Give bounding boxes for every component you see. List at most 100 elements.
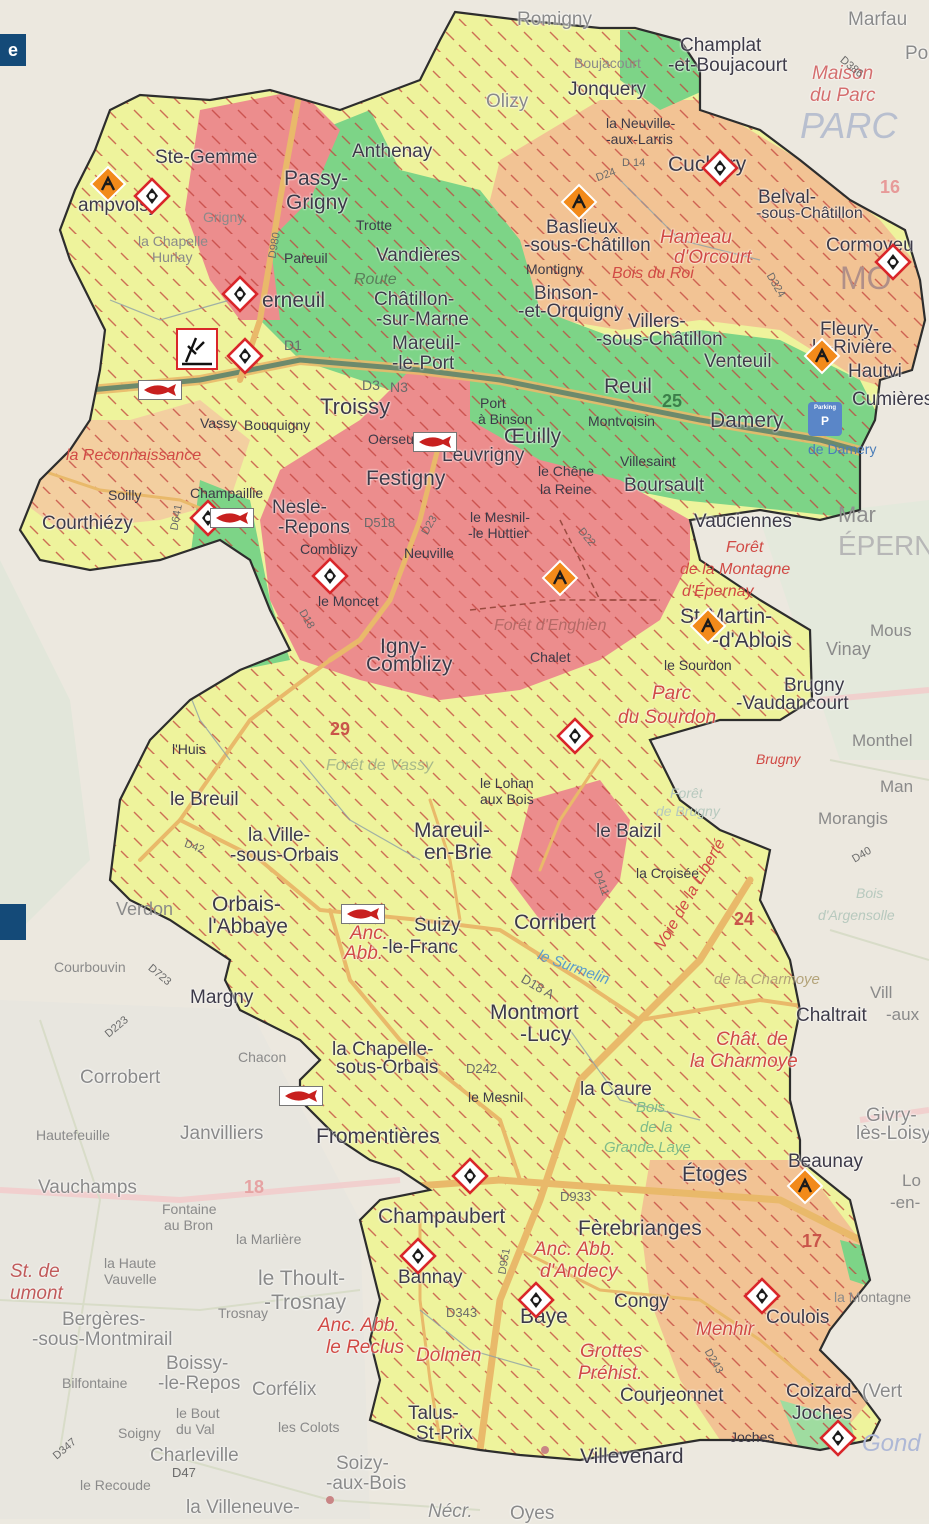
- label-brugny-1: Brugny: [784, 675, 845, 696]
- label-boissy-1: Boissy-: [166, 1353, 229, 1374]
- hazard-red-icon[interactable]: [700, 148, 740, 188]
- label-parc-sourdon-2: du Sourdon: [618, 707, 717, 728]
- label-corribert: Corribert: [514, 911, 596, 934]
- road-d47: D47: [172, 1465, 196, 1480]
- fish-icon[interactable]: [138, 380, 182, 400]
- label-vauciennes: Vauciennes: [694, 511, 792, 532]
- label-marais: Mar: [838, 502, 876, 527]
- label-orbais-1: Orbais-: [212, 893, 281, 916]
- label-dolmen: Dolmen: [416, 1345, 482, 1366]
- parking-letter: P: [820, 414, 829, 428]
- hazard-red-icon[interactable]: [450, 1156, 490, 1196]
- hazard-red-icon[interactable]: [873, 242, 913, 282]
- label-chaltrait: Chaltrait: [796, 1005, 867, 1026]
- label-romigny: Romigny: [517, 9, 592, 30]
- label-givry-2: lès-Loisy: [856, 1123, 929, 1144]
- label-la-reconnaissance: la Reconnaissance: [66, 447, 202, 464]
- label-coulois: Coulois: [766, 1307, 830, 1328]
- pollution-tree-icon[interactable]: [176, 328, 218, 370]
- hazard-red-icon[interactable]: [742, 1276, 782, 1316]
- fish-icon[interactable]: [210, 508, 254, 528]
- label-number-17: 17: [802, 1231, 823, 1251]
- label-courbouvin: Courbouvin: [54, 959, 126, 975]
- fish-icon[interactable]: [279, 1086, 323, 1106]
- label-montmort-2: -Lucy: [520, 1023, 572, 1046]
- road-d518: D518: [364, 515, 396, 530]
- label-villers-1: Villers-: [628, 311, 686, 332]
- label-la-haute-2: Vauvelle: [104, 1271, 157, 1287]
- label-villeaux-2: -aux: [886, 1005, 920, 1024]
- label-villesaint: Villesaint: [620, 453, 676, 469]
- label-orbais-2: l'Abbaye: [208, 915, 288, 938]
- hazard-orange-icon[interactable]: [88, 164, 128, 204]
- hazard-orange-icon[interactable]: [802, 336, 842, 376]
- label-neuville: Neuville: [404, 545, 454, 561]
- label-bois-argensolle-1: Bois: [856, 885, 884, 901]
- label-port-binson-2: à Binson: [478, 411, 533, 427]
- label-grottes-2: Préhist.: [578, 1363, 643, 1384]
- road-d933: D933: [560, 1189, 592, 1204]
- label-le-lohan-1: le Lohan: [480, 775, 534, 791]
- fish-icon[interactable]: [413, 432, 457, 452]
- road-d3: D3: [362, 377, 380, 393]
- hazard-red-icon[interactable]: [225, 336, 265, 376]
- label-bois-du-roi: Bois du Roi: [612, 265, 694, 282]
- hazard-red-icon[interactable]: [398, 1236, 438, 1276]
- label-congy: Congy: [614, 1291, 669, 1312]
- label-vinay: Vinay: [826, 639, 871, 659]
- label-courjeonnet: Courjeonnet: [620, 1385, 724, 1406]
- label-boursault: Boursault: [624, 475, 705, 496]
- label-mareuil-brie-1: Mareuil-: [414, 819, 490, 842]
- label-maison-du-parc-2: du Parc: [810, 85, 876, 106]
- fish-icon[interactable]: [341, 904, 385, 924]
- label-epernay: ÉPERN: [838, 530, 929, 561]
- label-vassy: Vassy: [200, 415, 238, 431]
- hazard-red-icon[interactable]: [516, 1280, 556, 1320]
- label-bergeres-2: -sous-Montmirail: [32, 1329, 173, 1350]
- label-chat-de-2: la Charmoye: [690, 1051, 798, 1072]
- label-oyes: Oyes: [510, 1503, 555, 1524]
- side-tab-top[interactable]: e: [0, 34, 26, 66]
- hazard-red-icon[interactable]: [310, 556, 350, 596]
- parking-icon[interactable]: Parking P: [808, 402, 842, 436]
- label-chat-de-1: Chât. de: [716, 1029, 788, 1050]
- label-bilfontaine: Bilfontaine: [62, 1375, 128, 1391]
- label-oeuilly: Œuilly: [504, 425, 562, 448]
- label-le-chene-1: le Chêne: [538, 463, 595, 479]
- label-anc-abb-reclus-1: Anc. Abb.: [318, 1315, 400, 1336]
- label-bois-laye-1: Bois: [636, 1099, 666, 1116]
- label-la-neuville-1: la Neuville-: [606, 115, 676, 131]
- label-la-chapelle-hurlay-2: Hurlay: [152, 249, 193, 265]
- label-foret-montagne-2: de la Montagne: [680, 561, 791, 578]
- hazard-red-icon[interactable]: [818, 1418, 858, 1458]
- hazard-orange-icon[interactable]: [540, 558, 580, 598]
- label-chat-charmoye: de la Charmoye: [714, 971, 820, 988]
- label-bouquigny: Bouquigny: [244, 417, 311, 433]
- hazard-red-icon[interactable]: [220, 274, 260, 314]
- label-la-chapelle-orbais-2: sous-Orbais: [336, 1057, 439, 1078]
- label-cumieres: Cumières: [852, 389, 929, 410]
- label-chatillon-1: Châtillon-: [374, 289, 455, 310]
- label-umont: umont: [10, 1283, 63, 1304]
- label-pareuil: Pareuil: [284, 250, 328, 266]
- label-corrobert: Corrobert: [80, 1067, 161, 1088]
- hazard-red-icon[interactable]: [132, 176, 172, 216]
- label-givry-1: Givry-: [866, 1105, 917, 1126]
- side-tab-mid[interactable]: [0, 904, 26, 940]
- label-soizy-2: -aux-Bois: [326, 1473, 407, 1494]
- hazard-orange-icon[interactable]: [785, 1166, 825, 1206]
- label-venteuil: Venteuil: [704, 351, 772, 372]
- hazard-red-icon[interactable]: [555, 716, 595, 756]
- label-number-25: 25: [662, 391, 683, 411]
- hazard-orange-icon[interactable]: [559, 182, 599, 222]
- hazard-orange-icon[interactable]: [688, 606, 728, 646]
- label-anthenay: Anthenay: [352, 141, 433, 162]
- label-fromentieres: Fromentières: [316, 1125, 440, 1148]
- road-d14: D 14: [622, 157, 646, 169]
- label-grottes-1: Grottes: [580, 1341, 643, 1362]
- label-necr: Nécr.: [428, 1501, 473, 1522]
- label-soilly: Soilly: [108, 487, 142, 503]
- label-corfelix: Corfélix: [252, 1379, 317, 1400]
- label-janvilliers: Janvilliers: [180, 1123, 264, 1144]
